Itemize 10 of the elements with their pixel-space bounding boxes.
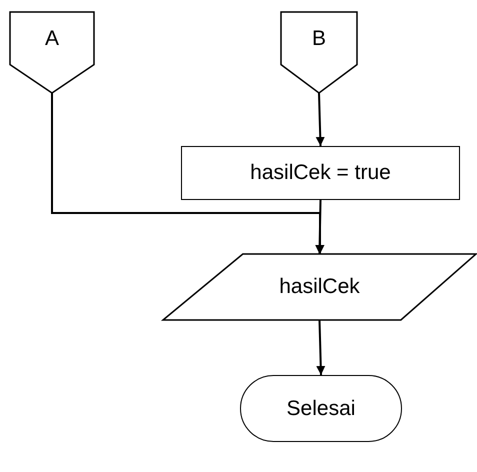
arrow [51,93,324,254]
node-label: hasilCek [279,275,360,299]
node-label: Selesai [286,396,356,420]
arrow [315,200,324,254]
node-label: B [312,26,326,50]
arrow [316,320,326,376]
arrow [316,92,325,146]
node-label: hasilCek = true [250,161,391,185]
process-box [181,146,460,200]
node-label: A [44,26,59,50]
